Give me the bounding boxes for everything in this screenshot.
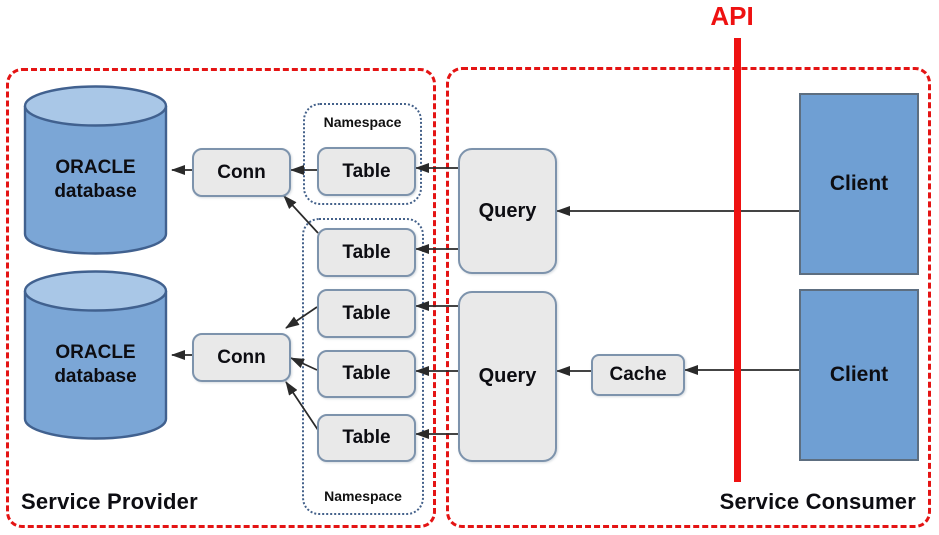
conn-1-label: Conn [217,161,266,183]
table-node-4: Table [317,350,416,398]
client-2-label: Client [829,363,889,386]
api-divider-line [734,38,741,482]
api-label: API [710,1,754,31]
query-node-1: Query [458,148,557,274]
table-node-3: Table [317,289,416,338]
table-1-label: Table [342,160,391,182]
table-4-label: Table [342,363,391,384]
db1-line1: ORACLE [55,157,136,179]
oracle-database-1: ORACLE database [23,85,168,255]
db2-line2: database [54,366,137,388]
query-node-2: Query [458,291,557,462]
table-node-5: Table [317,414,416,462]
namespace-1-label: Namespace [323,114,402,130]
oracle-database-1-label: ORACLE database [23,156,168,204]
client-node-2: Client [799,289,919,461]
database-cylinder-icon [23,85,168,255]
conn-node-2: Conn [192,333,291,382]
cache-label: Cache [609,364,667,385]
conn-node-1: Conn [192,148,291,197]
database-cylinder-icon [23,270,168,440]
service-provider-frame: Service Provider [6,68,436,528]
query-1-label: Query [478,199,537,222]
client-node-1: Client [799,93,919,275]
table-5-label: Table [342,427,391,448]
conn-2-label: Conn [217,346,266,368]
table-node-1: Table [317,147,416,196]
namespace-2-label: Namespace [324,488,402,504]
service-provider-label: Service Provider [21,489,198,514]
query-2-label: Query [478,365,537,387]
cache-node: Cache [591,354,685,396]
client-1-label: Client [829,172,889,195]
table-3-label: Table [342,302,391,324]
db2-line1: ORACLE [55,342,136,364]
oracle-database-2: ORACLE database [23,270,168,440]
table-2-label: Table [342,241,391,263]
db1-line2: database [54,181,137,203]
service-consumer-frame: Service Consumer [446,67,931,528]
oracle-database-2-label: ORACLE database [23,341,168,389]
service-consumer-label: Service Consumer [719,489,916,514]
namespace-1-group: Namespace [303,103,422,205]
table-node-2: Table [317,228,416,277]
